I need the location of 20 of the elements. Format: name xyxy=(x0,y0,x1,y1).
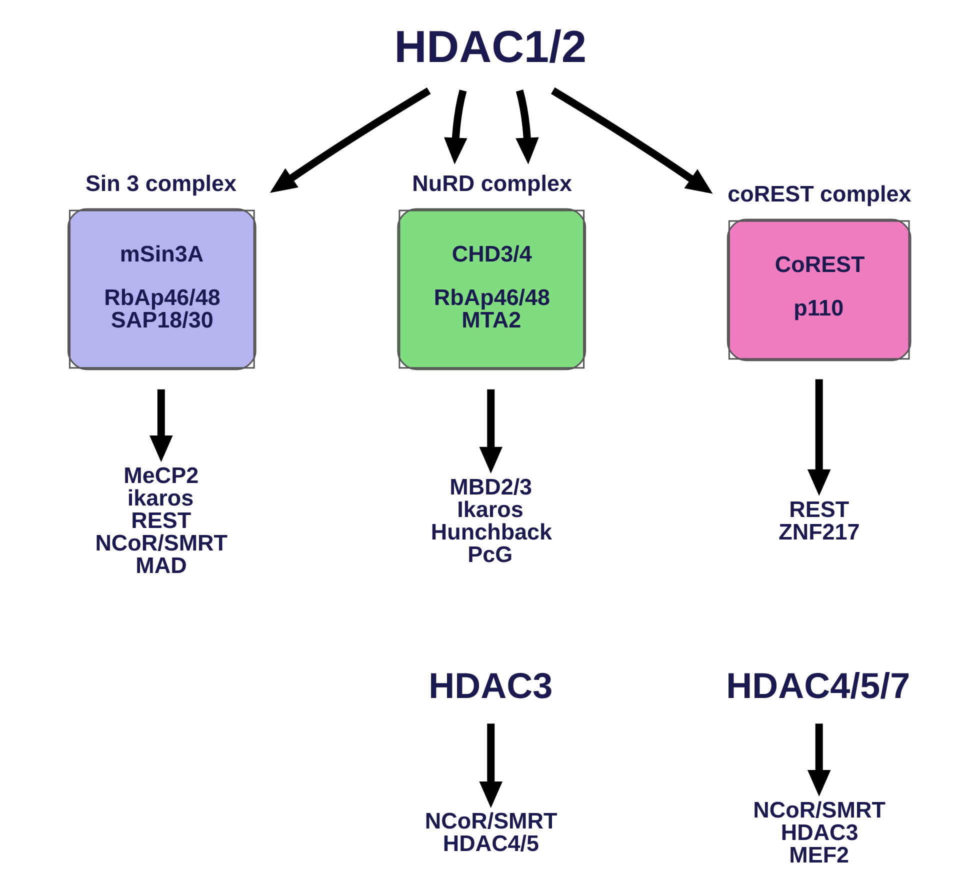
node-text: HDAC3 xyxy=(428,664,552,706)
arrow xyxy=(444,90,467,164)
node-label: Sin 3 complex xyxy=(84,170,236,196)
arrow xyxy=(478,724,502,808)
node-text: NCoR/SMRT HDAC4/5 xyxy=(424,808,557,856)
node-text: HDAC4/5/7 xyxy=(726,664,910,706)
node-text: NCoR/SMRT HDAC3 MEF2 xyxy=(752,797,885,868)
arrow xyxy=(550,87,712,194)
arrow xyxy=(269,87,430,193)
node-label: NuRD complex xyxy=(412,170,572,196)
node-text: HDAC1/2 xyxy=(394,21,586,72)
arrow xyxy=(149,389,172,462)
node-label: coREST complex xyxy=(727,181,911,206)
node-text: MBD2/3 Ikaros Hunchback PcG xyxy=(430,474,552,567)
node-text: REST ZNF217 xyxy=(778,496,860,544)
arrow xyxy=(806,724,830,797)
arrow xyxy=(515,90,538,164)
arrow xyxy=(806,379,830,496)
node-text: MeCP2 ikaros REST NCoR/SMRT MAD xyxy=(94,463,228,578)
arrow xyxy=(478,389,502,474)
